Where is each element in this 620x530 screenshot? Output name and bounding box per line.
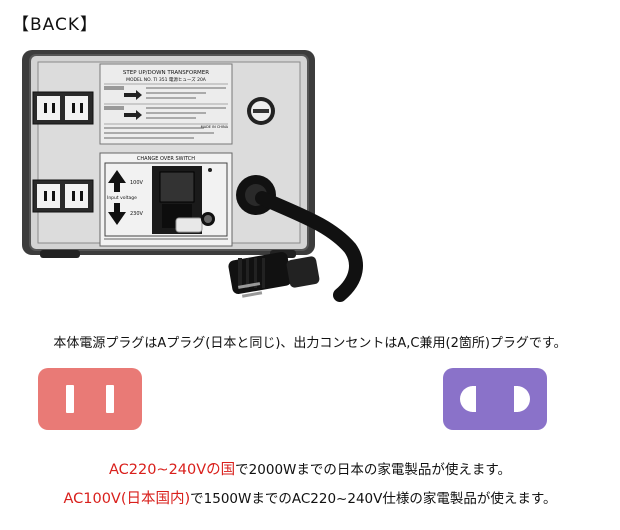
usage-line-1-text: で2000Wまでの日本の家電製品が使えます。 bbox=[235, 462, 512, 478]
switch-up-value: 100V bbox=[130, 180, 144, 186]
back-label: 【BACK】 bbox=[12, 15, 99, 35]
plate-model: MODEL NO. TI 351 電源ヒューズ 20A bbox=[126, 76, 207, 83]
switch-panel: CHANGE OVER SWITCH 100V 230V Input volta… bbox=[99, 152, 233, 247]
fuse-knob bbox=[247, 97, 275, 125]
plate-title: STEP UP/DOWN TRANSFORMER bbox=[123, 70, 209, 76]
switch-title: CHANGE OVER SWITCH bbox=[137, 156, 195, 162]
usage-line-1: AC220~240Vの国で2000Wまでの日本の家電製品が使えます。 bbox=[0, 458, 620, 479]
outlet-bottom bbox=[32, 179, 94, 213]
outlet-top bbox=[32, 91, 94, 125]
plate-made-in: MADE IN CHINA bbox=[201, 125, 229, 129]
usage-line-2: AC100V(日本国内)で1500WまでのAC220~240V仕様の家電製品が使… bbox=[0, 487, 620, 508]
usage-line-1-highlight: AC220~240Vの国 bbox=[108, 462, 236, 478]
ac-combo-outlet-icon bbox=[443, 368, 547, 430]
usage-line-2-highlight: AC100V(日本国内) bbox=[63, 491, 191, 507]
plug-caption: 本体電源プラグはAプラグ(日本と同じ)、出力コンセントはA,C兼用(2箇所)プラ… bbox=[53, 336, 567, 351]
power-cord bbox=[228, 175, 363, 302]
a-plug-icon bbox=[38, 368, 142, 430]
plug-slot-right bbox=[106, 385, 114, 413]
transformer-back-photo: STEP UP/DOWN TRANSFORMER MODEL NO. TI 35… bbox=[22, 50, 363, 302]
label-plate: STEP UP/DOWN TRANSFORMER MODEL NO. TI 35… bbox=[99, 63, 233, 145]
switch-down-value: 230V bbox=[130, 211, 144, 217]
ac-slots-icon bbox=[460, 386, 530, 412]
plug-slot-left bbox=[66, 385, 74, 413]
usage-line-2-text: で1500WまでのAC220~240V仕様の家電製品が使えます。 bbox=[190, 491, 557, 507]
switch-side-label: Input voltage bbox=[107, 195, 137, 201]
